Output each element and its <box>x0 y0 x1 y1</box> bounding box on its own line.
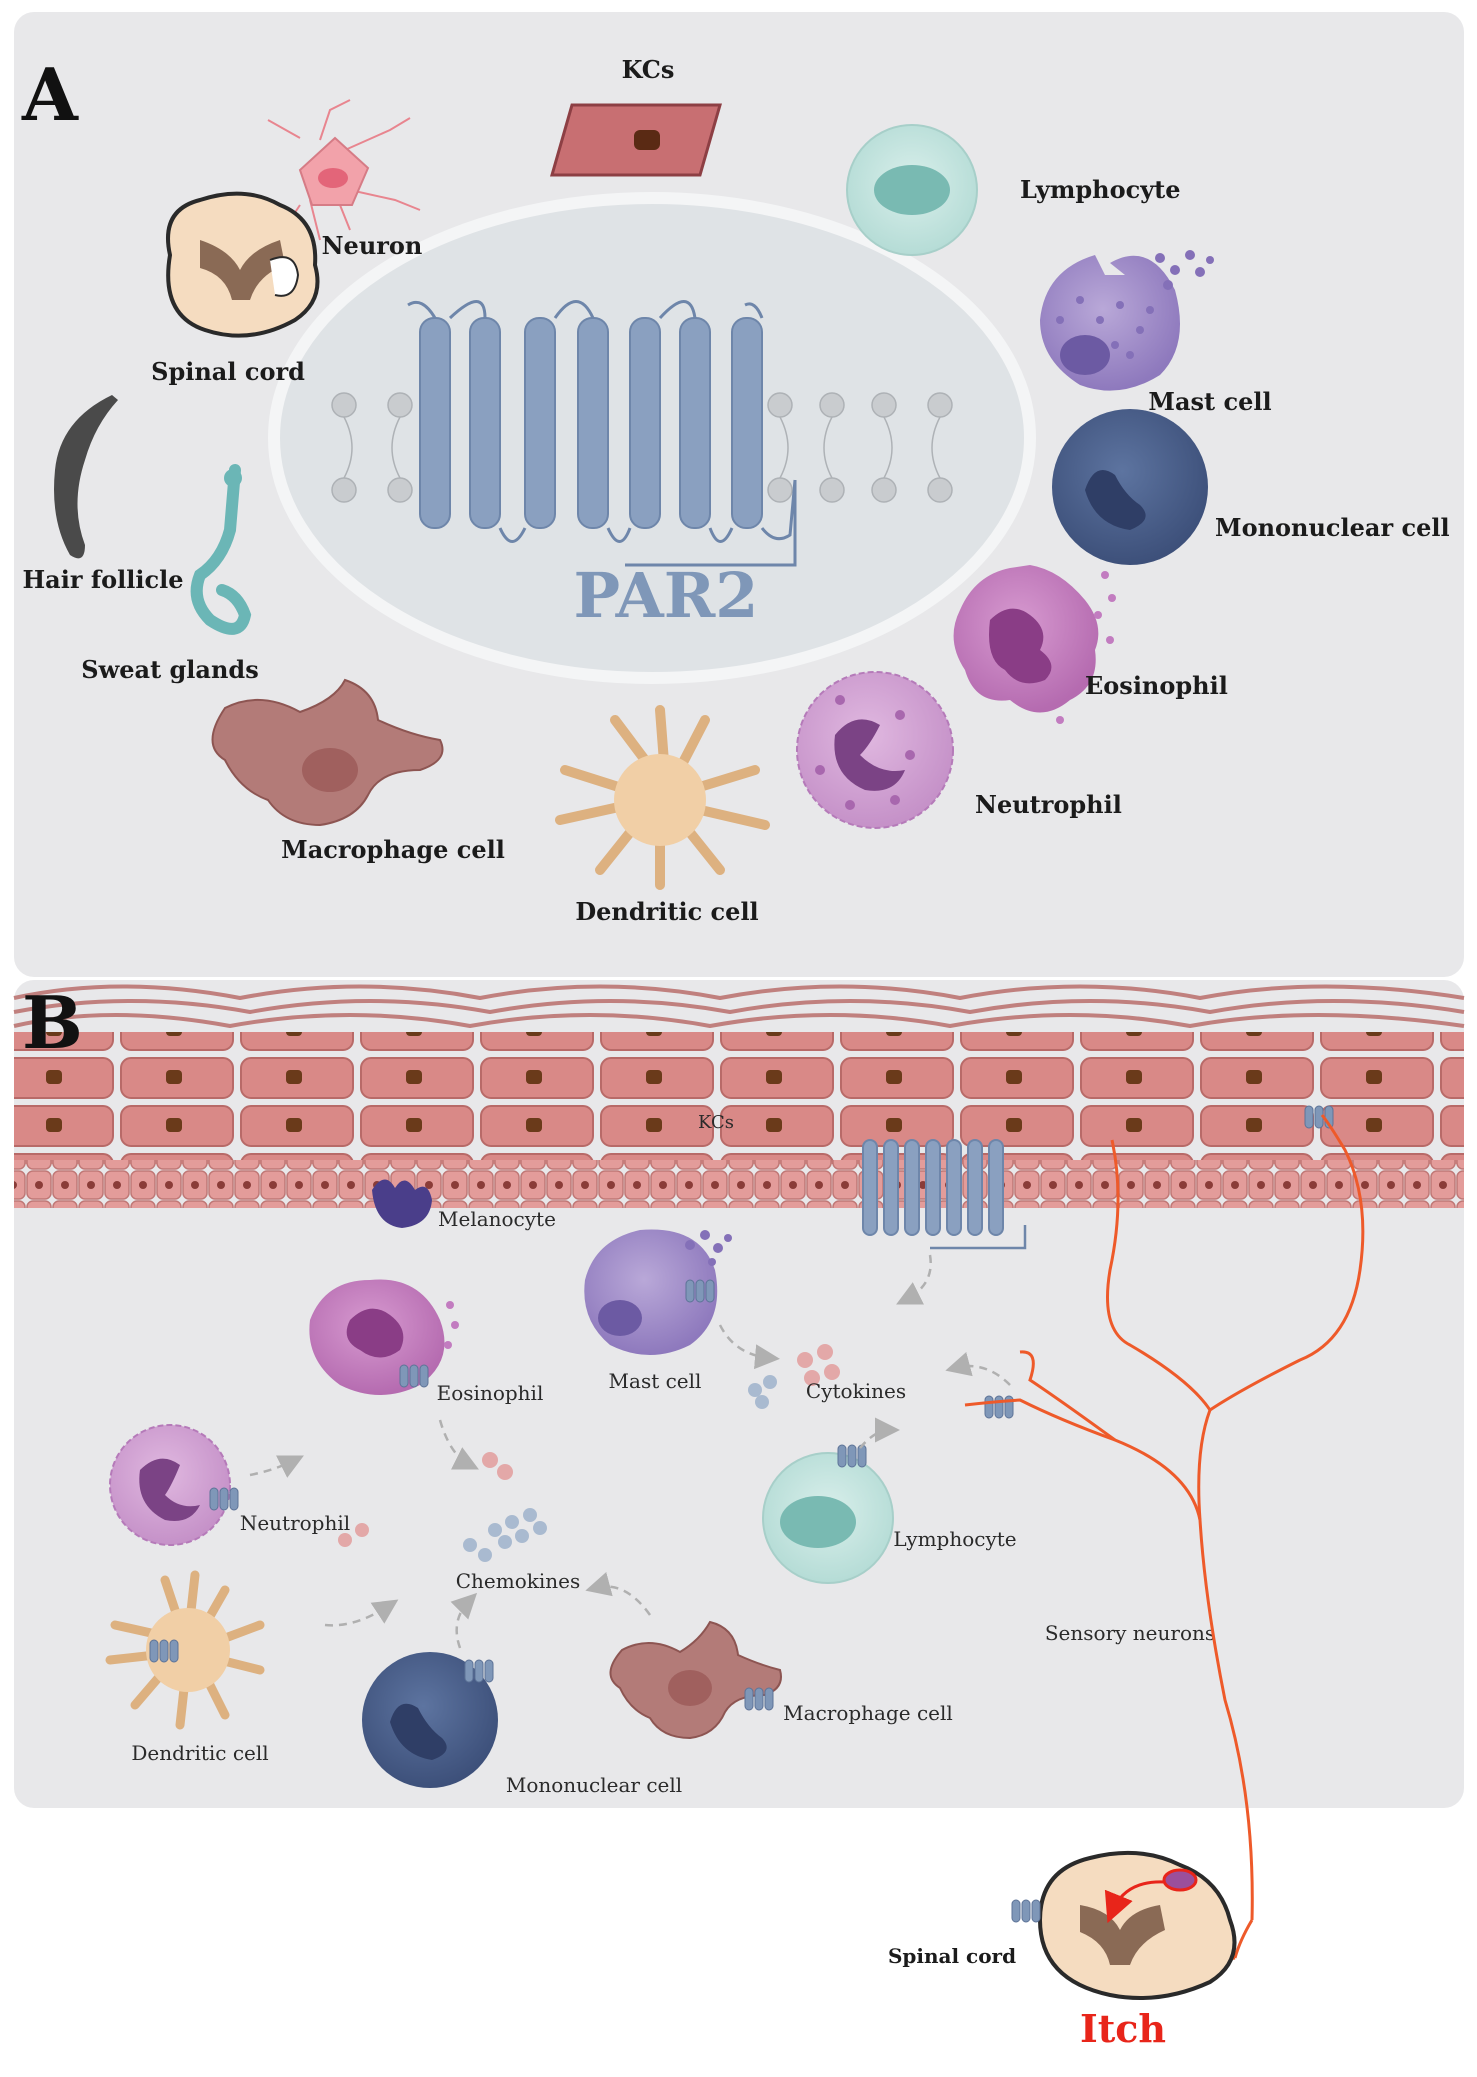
stratum-corneum <box>13 984 1465 1029</box>
eosinophil-a-label: Eosinophil <box>1085 671 1228 700</box>
chemokine-particles <box>338 1452 547 1562</box>
neuron-label: Neuron <box>322 231 423 260</box>
neutrophil-b-label: Neutrophil <box>240 1511 350 1535</box>
panel-a-letter: A <box>21 52 79 137</box>
mononuclear-cell-b <box>362 1652 498 1788</box>
macrophage-b <box>609 1620 782 1740</box>
mononuclear-cell-a-label: Mononuclear cell <box>1215 513 1450 542</box>
eosinophil-a <box>953 565 1116 724</box>
par2-label: PAR2 <box>574 559 759 632</box>
neutrophil-a-label: Neutrophil <box>975 790 1122 819</box>
lymphocyte-b <box>762 1444 894 1584</box>
kcs-b-label: KCs <box>698 1112 734 1133</box>
spinal-cord-a-label: Spinal cord <box>151 357 305 386</box>
sweat-glands <box>190 464 252 635</box>
dendritic-cell-a-body <box>614 754 706 846</box>
eosinophil-b-label: Eosinophil <box>437 1381 544 1405</box>
dendritic-cell-b-label: Dendritic cell <box>131 1741 268 1765</box>
neutrophil-b <box>109 1424 239 1546</box>
spinal-cord-b <box>1011 1850 1237 2000</box>
par2-receptor-skin <box>862 1139 1027 1250</box>
itch-label: Itch <box>1080 2006 1166 2051</box>
melanocyte-label: Melanocyte <box>438 1207 556 1231</box>
kc-cell <box>550 103 722 177</box>
mast-cell-a-label: Mast cell <box>1148 387 1271 416</box>
keratinocyte-layers <box>14 1032 1464 1164</box>
macrophage-b-label: Macrophage cell <box>783 1701 953 1725</box>
sweat-glands-label: Sweat glands <box>81 655 258 684</box>
spinal-cord-b-label: Spinal cord <box>888 1944 1016 1968</box>
lipid-bilayer <box>331 392 953 503</box>
dendritic-cell-a-label: Dendritic cell <box>575 897 758 926</box>
mononuclear-cell-b-label: Mononuclear cell <box>506 1773 682 1797</box>
macrophage-a <box>211 678 444 827</box>
panel-b-letter: B <box>22 980 83 1065</box>
dendritic-cell-b <box>105 1570 265 1730</box>
par2-receptor <box>407 300 797 567</box>
lymphocyte-a-label: Lymphocyte <box>1020 175 1181 204</box>
melanocyte <box>372 1179 432 1228</box>
mast-cell-a <box>1040 250 1214 391</box>
signal-arrows <box>249 1254 1011 1649</box>
kcs-label: KCs <box>622 55 675 84</box>
dendritic-receptor-b <box>149 1639 179 1663</box>
lymphocyte-a <box>846 124 978 256</box>
spinal-cord-a <box>166 191 320 338</box>
sensory-neurons-label: Sensory neurons <box>1045 1621 1215 1645</box>
panel-a: A PAR2 KCs <box>14 12 1464 977</box>
sensory-neuron-fibers <box>964 1114 1365 1962</box>
mast-cell-b <box>584 1229 732 1355</box>
neutrophil-a <box>796 671 954 829</box>
dendritic-cell-b-body <box>146 1608 230 1692</box>
mononuclear-cell-a <box>1052 409 1208 565</box>
basal-layer <box>14 1160 1464 1208</box>
chemokines-label: Chemokines <box>456 1569 581 1593</box>
cytokines-label: Cytokines <box>806 1379 906 1403</box>
dendritic-cell-a <box>555 705 770 890</box>
cytokine-particles <box>748 1344 840 1409</box>
macrophage-a-label: Macrophage cell <box>281 835 505 864</box>
eosinophil-b <box>309 1279 459 1395</box>
lymphocyte-b-label: Lymphocyte <box>893 1527 1016 1551</box>
mast-cell-b-label: Mast cell <box>609 1369 702 1393</box>
hair-follicle-label: Hair follicle <box>22 565 183 594</box>
panel-b: KCs B Melanocyte Mast cell Cytokines <box>13 980 1465 1808</box>
hair-follicle <box>54 395 118 559</box>
